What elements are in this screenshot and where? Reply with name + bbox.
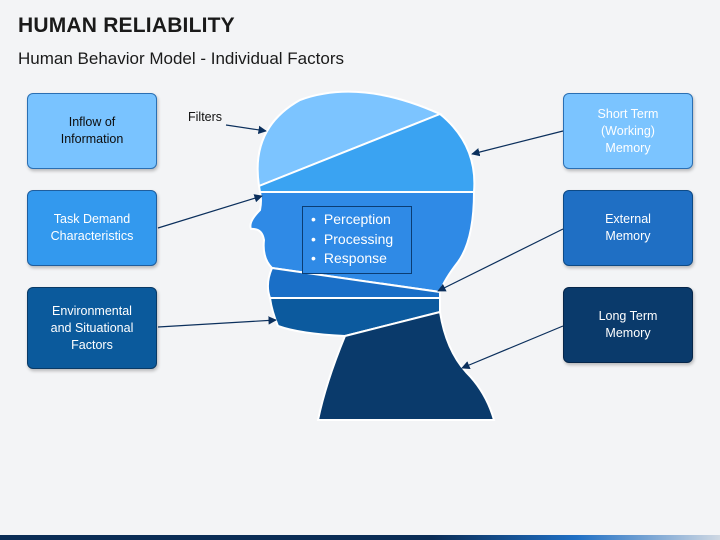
box-inflow-of-information: Inflow of Information: [27, 93, 157, 169]
box-environmental-factors: Environmental and Situational Factors: [27, 287, 157, 369]
page-title: HUMAN RELIABILITY: [18, 14, 235, 37]
box-long-term-memory: Long Term Memory: [563, 287, 693, 363]
arrow-external-memory: [437, 228, 564, 292]
process-item-processing: Processing: [311, 230, 411, 250]
head-segment-neck-lower: [316, 310, 496, 421]
filters-label: Filters: [188, 110, 223, 124]
box-task-demand: Task Demand Characteristics: [27, 190, 157, 266]
head-segment-crown: [256, 90, 443, 188]
footer-bar: [0, 535, 720, 540]
box-short-term-memory: Short Term (Working) Memory: [563, 93, 693, 169]
head-process-list: Perception Processing Response: [302, 206, 412, 274]
arrow-environmental: [157, 316, 277, 328]
arrow-filters: [225, 124, 267, 135]
box-external-memory: External Memory: [563, 190, 693, 266]
arrow-short-term-memory: [471, 130, 564, 157]
arrow-task-demand: [157, 194, 263, 229]
process-item-perception: Perception: [311, 210, 411, 230]
page-subtitle: Human Behavior Model - Individual Factor…: [18, 49, 344, 68]
process-item-response: Response: [311, 249, 411, 269]
arrow-long-term-memory: [461, 325, 564, 369]
